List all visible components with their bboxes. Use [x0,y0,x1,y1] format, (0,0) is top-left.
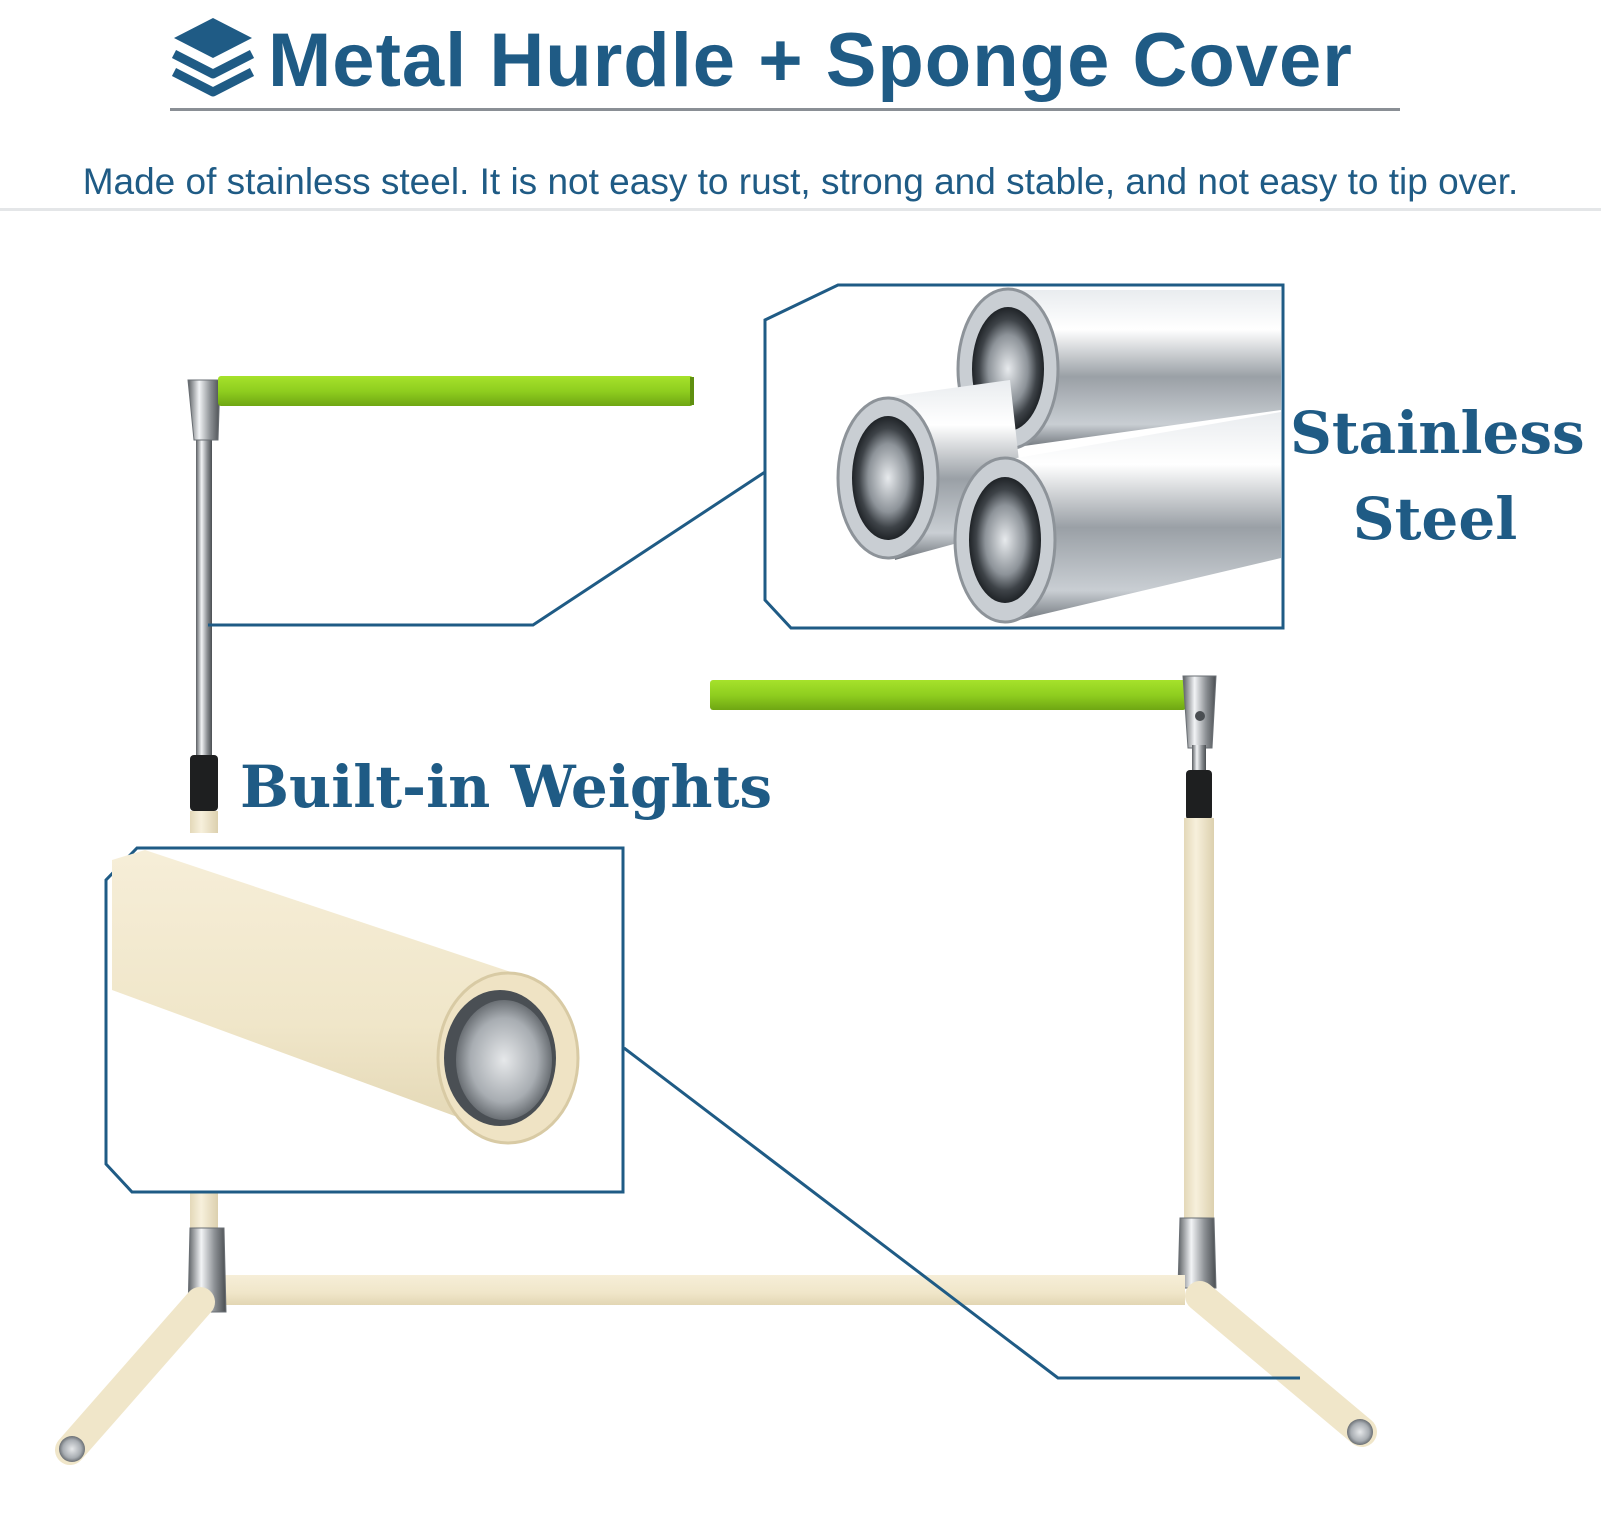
subtitle: Made of stainless steel. It is not easy … [82,161,1519,202]
steel-tubes-image [836,287,1281,624]
right-foot-leg [1185,1281,1377,1447]
weights-leader-line [623,1046,1300,1380]
right-base-bracket [1177,1217,1217,1289]
right-foot-cap [1347,1419,1373,1445]
left-sponge-upright-bottom [190,1190,218,1230]
header: Metal Hurdle + Sponge Cover [170,8,1400,111]
right-grip-sleeve [1186,770,1212,820]
right-steel-upright [1192,745,1206,775]
base-bar [220,1275,1185,1305]
left-foot-leg [55,1287,215,1465]
stainless-label-line1: Stainless [1290,399,1585,467]
sponge-tube-image [112,850,580,1145]
left-green-crossbar [218,376,693,406]
left-sponge-upright-top [190,811,218,833]
stainless-leader-line [208,470,766,627]
built-in-weights-label: Built-in Weights [240,753,773,821]
left-foot-cap [59,1436,85,1462]
title-divider [170,108,1400,111]
left-steel-upright [196,400,212,760]
stainless-steel-label: Stainless Steel [1290,390,1585,562]
stainless-label-line2: Steel [1352,485,1518,553]
page-title: Metal Hurdle + Sponge Cover [268,18,1353,103]
subtitle-divider [0,208,1601,211]
right-sponge-upright [1184,818,1214,1218]
right-green-crossbar [710,680,1186,710]
left-grip-sleeve [190,755,218,811]
left-top-bracket [187,379,221,441]
layers-icon [171,18,255,97]
